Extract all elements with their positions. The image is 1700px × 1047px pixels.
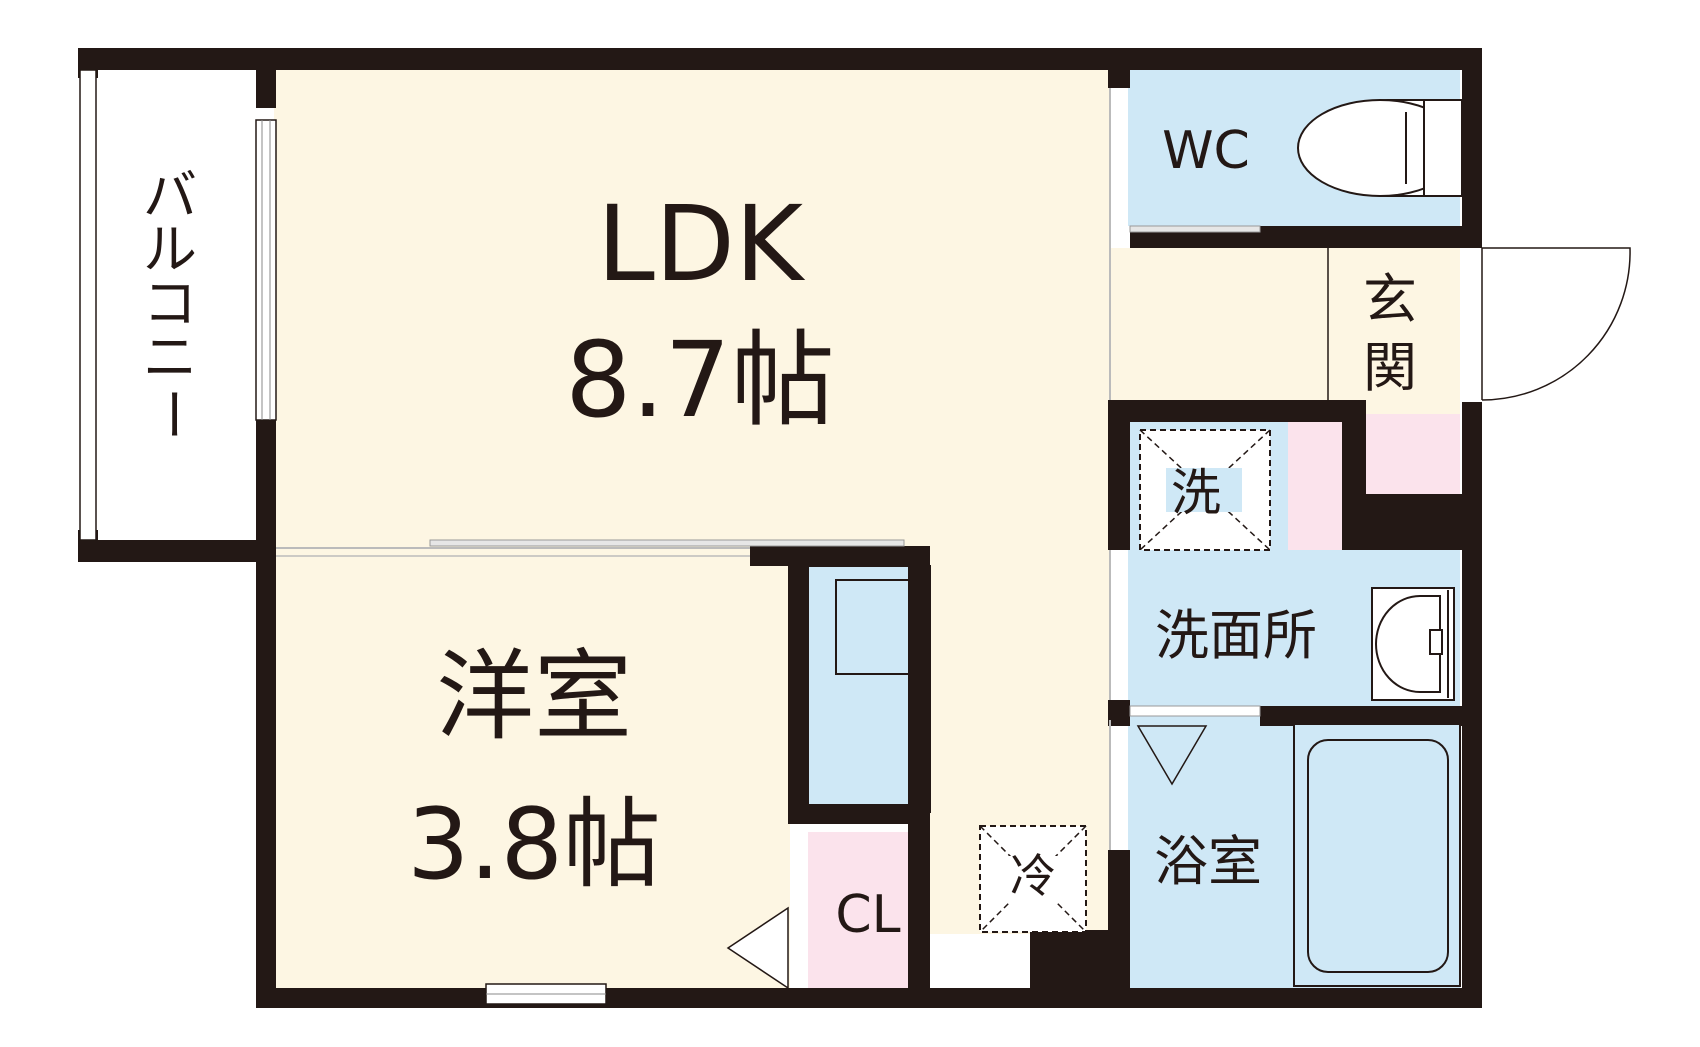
ldk-floor: [274, 68, 1110, 546]
bathtub-icon: [1293, 723, 1461, 987]
fridge-label: 冷: [1010, 849, 1056, 903]
closet-label: CL: [835, 885, 900, 945]
balcony-rail-left: [79, 69, 97, 541]
room-fills: [90, 68, 1460, 992]
washbasin-icon: [1371, 587, 1455, 701]
toilet-icon: [1297, 99, 1463, 197]
entrance-floor: [1328, 248, 1460, 414]
western-size-label: 3.8帖: [407, 788, 661, 902]
entrance-char-1: 玄: [1363, 268, 1417, 331]
balcony-floor: [90, 68, 256, 546]
hall-floor: [1110, 248, 1328, 404]
western-name-label: 洋室: [436, 640, 632, 754]
washing-machine-icon: [1139, 429, 1271, 551]
bath-door-icon: [1136, 725, 1208, 786]
washer-label: 洗: [1171, 464, 1221, 522]
ldk-name-label: LDK: [597, 183, 806, 305]
kitchen-sink-icon: [807, 565, 931, 813]
closet-door-icon: [726, 906, 789, 990]
balcony-char-2: ル: [143, 218, 197, 281]
shoe-storage: [1360, 414, 1460, 494]
bath-label: 浴室: [1154, 830, 1262, 893]
balcony-window: [255, 119, 277, 421]
balcony-char-5: ー: [141, 387, 204, 441]
balcony-char-1: バ: [143, 164, 197, 227]
wc-label: WC: [1162, 121, 1250, 181]
openings: [79, 69, 1261, 1005]
washroom-label: 洗面所: [1155, 604, 1317, 667]
door-swing-icon: [1481, 247, 1631, 401]
western-room-floor: [274, 546, 790, 992]
storage-hall: [1288, 420, 1342, 550]
balcony-char-4: ニ: [143, 326, 197, 389]
refrigerator-icon: [979, 825, 1087, 933]
ldk-size-label: 8.7帖: [565, 319, 834, 441]
balcony-char-3: コ: [143, 272, 197, 335]
room-labels: LDK 8.7帖 洋室 3.8帖 バ ル コ ニ ー WC 玄 関 洗 洗面所 …: [141, 121, 1417, 945]
entrance-char-2: 関: [1363, 336, 1417, 399]
